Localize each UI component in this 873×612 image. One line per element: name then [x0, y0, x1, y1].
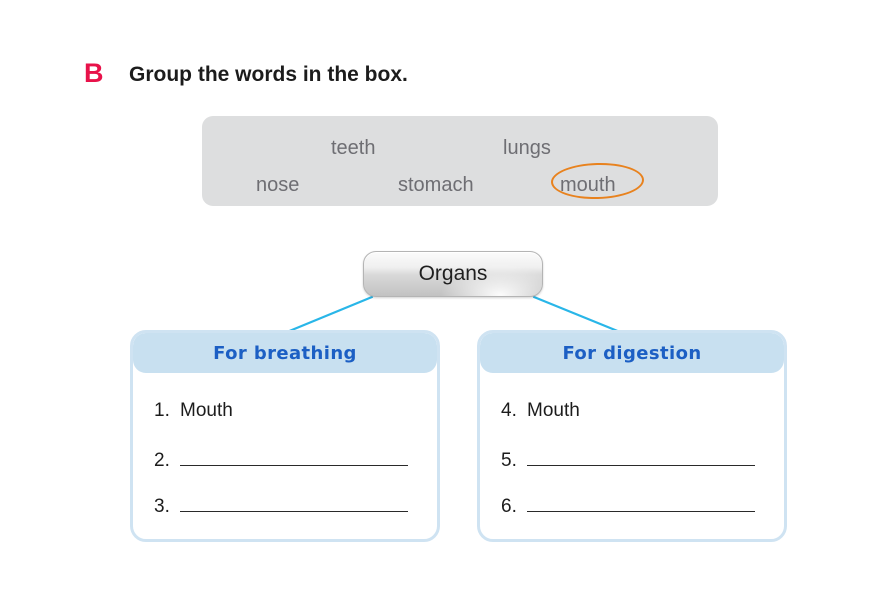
answer-row: 2. [154, 450, 408, 472]
card-header-title-digestion: For digestion [562, 342, 702, 364]
word-chip-mouth[interactable]: mouth [560, 174, 616, 196]
answer-blank-input[interactable] [527, 496, 755, 512]
connector-line-right [532, 295, 622, 334]
answer-number: 3. [154, 496, 170, 517]
word-chip-nose[interactable]: nose [256, 174, 300, 196]
answer-blank-input[interactable] [180, 496, 408, 512]
answer-value: Mouth [180, 400, 233, 421]
answer-number: 2. [154, 450, 170, 471]
word-chip-stomach[interactable]: stomach [398, 174, 474, 196]
answer-card-breathing: For breathing 1. Mouth 2. 3. [130, 330, 440, 542]
card-header-digestion: For digestion [480, 333, 784, 373]
word-chip-lungs[interactable]: lungs [503, 137, 551, 159]
word-chip-teeth[interactable]: teeth [331, 137, 376, 159]
answer-number: 5. [501, 450, 517, 471]
organs-node-label: Organs [418, 262, 488, 285]
answer-row: 6. [501, 496, 755, 518]
answer-row: 5. [501, 450, 755, 472]
answer-row: 4. Mouth [501, 400, 580, 422]
answer-value: Mouth [527, 400, 580, 421]
word-bank: teeth lungs nose stomach mouth [202, 116, 718, 206]
connector-line-left [285, 295, 374, 334]
answer-card-digestion: For digestion 4. Mouth 5. 6. [477, 330, 787, 542]
answer-row: 1. Mouth [154, 400, 233, 422]
answer-number: 1. [154, 400, 170, 421]
card-header-breathing: For breathing [133, 333, 437, 373]
answer-blank-input[interactable] [180, 450, 408, 466]
circle-annotation-mouth [550, 161, 645, 201]
answer-number: 4. [501, 400, 517, 421]
answer-row: 3. [154, 496, 408, 518]
exercise-letter: B [84, 58, 104, 88]
answer-number: 6. [501, 496, 517, 517]
exercise-instruction: Group the words in the box. [129, 63, 408, 86]
organs-node[interactable]: Organs [363, 251, 543, 297]
card-header-title-breathing: For breathing [213, 342, 357, 364]
answer-blank-input[interactable] [527, 450, 755, 466]
